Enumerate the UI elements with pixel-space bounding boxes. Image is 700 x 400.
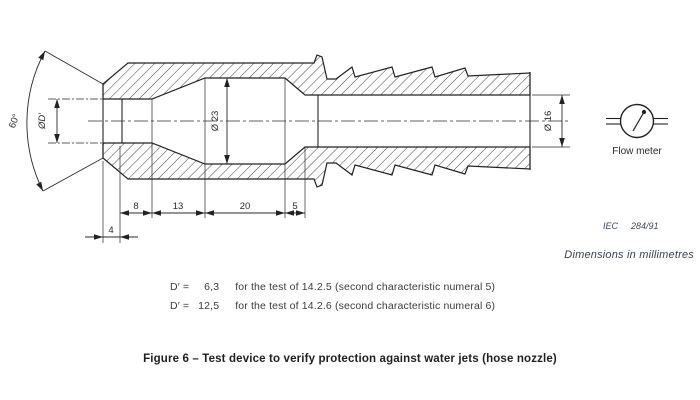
len-8-label: 8 [133, 201, 138, 212]
dim-hose-bore-diameter: Ø 16 [532, 94, 570, 148]
d-desc-2: for the test of 14.2.6 (second character… [235, 300, 496, 312]
dim-length-chain: 8 13 20 5 [102, 78, 306, 243]
orifice-diameter-label: ØD′ [37, 112, 48, 130]
d-value-line-1: D′ = 6,3 for the test of 14.2.5 (second ch… [170, 281, 495, 293]
len-20-label: 20 [240, 201, 251, 212]
d-val-1: 6,3 [204, 281, 220, 293]
spray-cone [26, 50, 104, 192]
d-eq-2: D′ = [170, 300, 190, 312]
iec-ref-number: 284/91 [630, 221, 659, 231]
len-4-label: 4 [108, 225, 113, 236]
len-5-label: 5 [292, 201, 297, 212]
d-desc-1: for the test of 14.2.5 (second character… [235, 281, 496, 293]
spray-angle-label: 60° [7, 112, 22, 129]
nozzle-top-wall [102, 54, 531, 100]
iec-ref-org: IEC [603, 221, 619, 231]
dim-orifice-diameter: ØD′ [37, 98, 103, 144]
chamber-diameter-label: Ø 23 [210, 111, 221, 132]
nozzle-bottom-wall [102, 142, 531, 188]
hose-bore-diameter-label: Ø 16 [543, 111, 554, 132]
figure-caption: Figure 6 – Test device to verify protect… [143, 353, 557, 365]
nozzle-section [102, 54, 531, 188]
units-note: Dimensions in millimetres [564, 249, 694, 261]
dim-orifice-length: 4 [85, 225, 138, 240]
d-value-notes: D′ = 6,3 for the test of 14.2.5 (second ch… [170, 281, 495, 319]
d-value-line-2: D′ = 12,5 for the test of 14.2.6 (second c… [170, 300, 495, 312]
flow-meter-label: Flow meter [612, 146, 662, 157]
dim-chamber-diameter: Ø 23 [210, 78, 230, 164]
hose-nozzle-drawing: 60° ØD′ Ø 23 Ø 16 [7, 50, 668, 243]
d-eq-1: D′ = [170, 281, 190, 293]
len-13-label: 13 [173, 201, 184, 212]
d-val-2: 12,5 [198, 300, 220, 312]
flow-meter-icon [606, 103, 668, 139]
